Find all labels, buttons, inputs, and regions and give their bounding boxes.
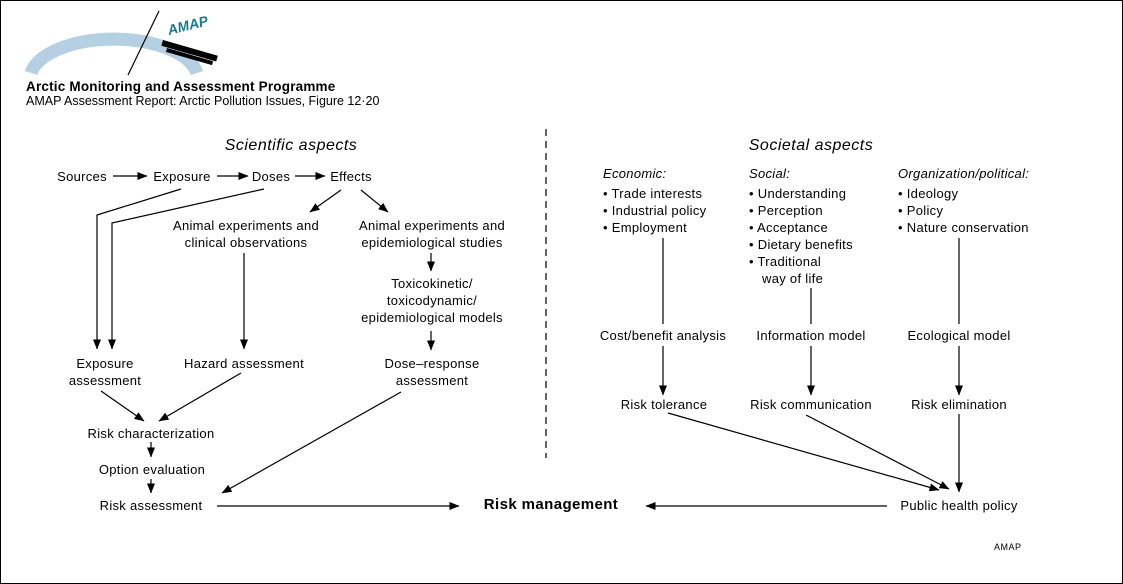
node-line: epidemiological models: [361, 310, 503, 325]
list-item: • Employment: [603, 220, 688, 235]
list-item: • Industrial policy: [603, 203, 707, 218]
arrow-effects-animal-epi: [360, 189, 389, 213]
logo-arc: [24, 32, 204, 76]
arrow-exposure-exposure-assessment: [93, 188, 182, 350]
node-ecological-model: Ecological model: [907, 328, 1011, 343]
economic-heading: Economic:: [603, 166, 667, 181]
organization-bullet-list: • Ideology • Policy • Nature conservatio…: [898, 185, 1029, 236]
list-item: • Acceptance: [749, 220, 828, 235]
list-item: • Nature conservation: [898, 220, 1029, 235]
node-risk-characterization: Risk characterization: [87, 426, 215, 441]
arrow-effects-animal-clinical: [309, 189, 342, 213]
node-line: Toxicokinetic/: [391, 276, 473, 291]
scientific-aspects-heading: Scientific aspects: [224, 137, 358, 154]
node-effects: Effects: [330, 169, 372, 184]
node-line: assessment: [68, 373, 142, 388]
amap-logo: AMAP: [24, 10, 218, 76]
node-risk-assessment: Risk assessment: [99, 498, 203, 513]
node-toxicokinetic-models: Toxicokinetic/ toxicodynamic/ epidemiolo…: [361, 275, 503, 326]
node-line: Dose–response: [384, 356, 480, 371]
page-title: Arctic Monitoring and Assessment Program…: [26, 79, 336, 94]
node-hazard-assessment: Hazard assessment: [184, 356, 304, 371]
node-risk-management: Risk management: [483, 496, 619, 513]
arrow-exposure-assessment-risk-characterization: [100, 390, 145, 422]
list-item: • Perception: [749, 203, 823, 218]
node-doses: Doses: [251, 169, 291, 184]
node-risk-elimination: Risk elimination: [911, 397, 1007, 412]
list-item: • Dietary benefits: [749, 237, 853, 252]
arrow-doses-exposure-assessment: [108, 188, 265, 350]
arrow-risk-communication-public-health-policy: [805, 414, 950, 490]
node-dose-response-assessment: Dose–response assessment: [385, 355, 480, 389]
node-public-health-policy: Public health policy: [900, 498, 1018, 513]
social-heading: Social:: [749, 166, 791, 181]
node-animal-clinical: Animal experiments and clinical observat…: [173, 217, 319, 251]
node-risk-tolerance: Risk tolerance: [620, 397, 708, 412]
node-cost-benefit-analysis: Cost/benefit analysis: [599, 328, 727, 343]
node-line: clinical observations: [184, 235, 308, 250]
page-subtitle: AMAP Assessment Report: Arctic Pollution…: [26, 94, 380, 108]
node-animal-epidemiological: Animal experiments and epidemiological s…: [359, 217, 505, 251]
arrow-hazard-risk-characterization: [158, 372, 242, 422]
organization-political-heading: Organization/political:: [898, 166, 1030, 181]
arrow-risk-tolerance-public-health-policy: [667, 412, 940, 492]
list-item-continuation: way of life: [762, 271, 824, 286]
node-line: Animal experiments and: [358, 218, 506, 233]
node-line: toxicodynamic/: [386, 293, 478, 308]
node-line: Animal experiments and: [172, 218, 320, 233]
list-item: • Trade interests: [603, 186, 703, 201]
node-risk-communication: Risk communication: [750, 397, 872, 412]
logo-bar-1: [161, 40, 218, 62]
list-item: • Understanding: [749, 186, 847, 201]
node-information-model: Information model: [756, 328, 866, 343]
economic-bullet-list: • Trade interests • Industrial policy • …: [603, 185, 706, 236]
list-item: • Policy: [898, 203, 944, 218]
societal-aspects-heading: Societal aspects: [748, 137, 874, 154]
logo-diagonal-line: [127, 10, 160, 76]
list-item: • Ideology: [898, 186, 959, 201]
logo-amap-text: AMAP: [165, 12, 210, 38]
node-line: Exposure: [76, 356, 134, 371]
list-item: • Traditional: [749, 254, 822, 269]
node-option-evaluation: Option evaluation: [98, 462, 206, 477]
social-bullet-list: • Understanding • Perception • Acceptanc…: [749, 185, 853, 287]
node-exposure: Exposure: [153, 169, 211, 184]
node-line: epidemiological studies: [361, 235, 503, 250]
node-exposure-assessment: Exposure assessment: [69, 355, 141, 389]
arrow-dose-response-risk-assessment: [221, 391, 402, 494]
logo-bar-2: [165, 48, 214, 66]
node-sources: Sources: [57, 169, 107, 184]
node-line: assessment: [395, 373, 469, 388]
footer-credit: AMAP: [994, 542, 1022, 552]
